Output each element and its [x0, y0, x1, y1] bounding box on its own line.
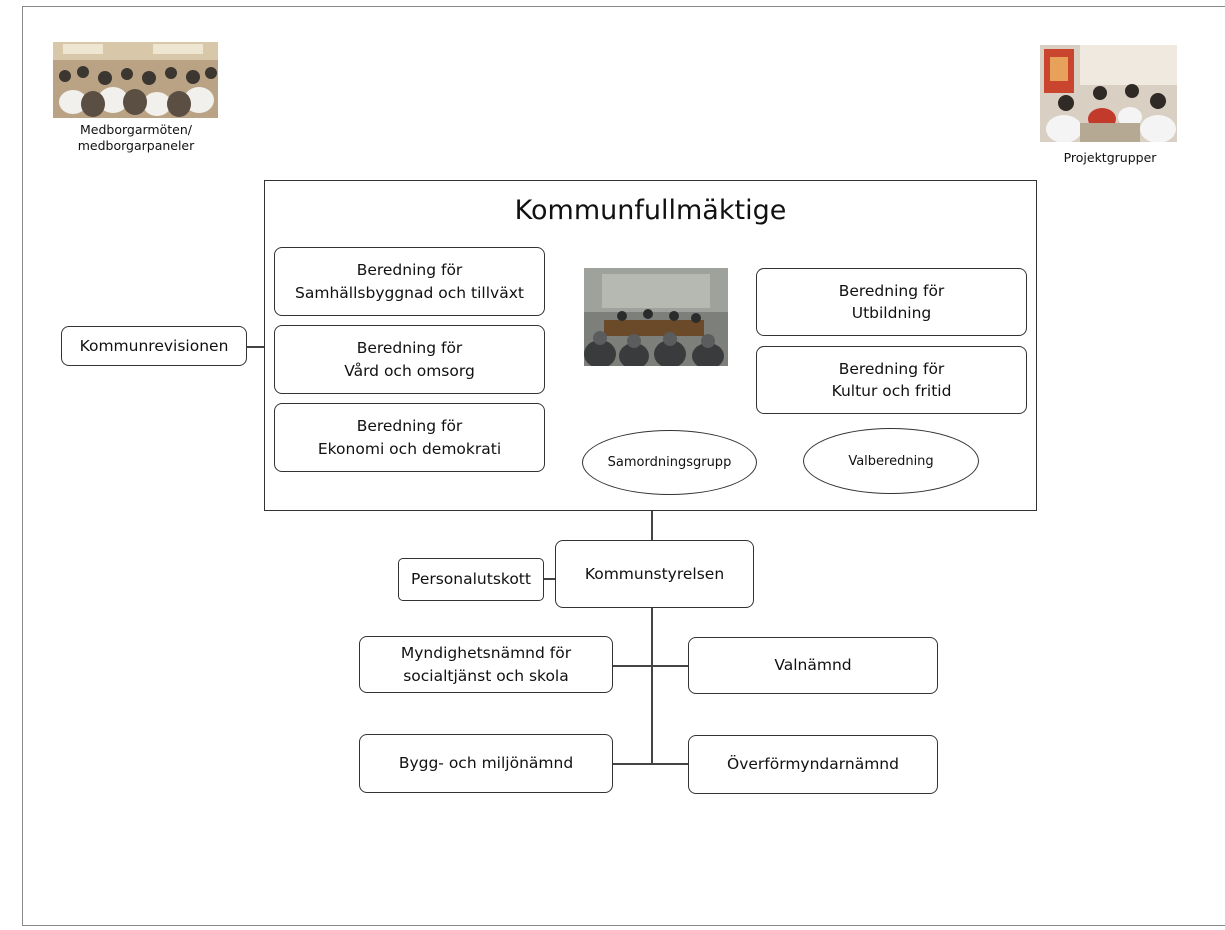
personnel-committee: Personalutskott	[398, 558, 544, 601]
citizen-meetings-caption: Medborgarmöten/ medborgarpaneler	[77, 122, 195, 154]
committee-community-building: Beredning för Samhällsbyggnad och tillvä…	[274, 247, 545, 316]
nomination-committee: Valberedning	[803, 428, 979, 494]
council-title: Kommunfullmäktige	[514, 195, 787, 226]
building-environment-board: Bygg- och miljönämnd	[359, 734, 613, 793]
branch-connector-1	[613, 665, 689, 667]
authority-board: Myndighetsnämnd för socialtjänst och sko…	[359, 636, 613, 693]
council-photo-icon	[584, 268, 728, 366]
council-to-board-connector	[651, 510, 653, 540]
municipal-board: Kommunstyrelsen	[555, 540, 754, 608]
municipal-audit: Kommunrevisionen	[61, 326, 247, 366]
committee-education: Beredning för Utbildning	[756, 268, 1027, 336]
committee-care: Beredning för Vård och omsorg	[274, 325, 545, 394]
branch-connector-2	[613, 763, 689, 765]
coordination-group: Samordningsgrupp	[582, 430, 757, 495]
trunk-connector	[651, 606, 653, 764]
election-board: Valnämnd	[688, 637, 938, 694]
project-groups-caption: Projektgrupper	[1063, 150, 1157, 165]
audience-photo-icon	[53, 42, 218, 118]
committee-economy-democracy: Beredning för Ekonomi och demokrati	[274, 403, 545, 472]
group-photo-icon	[1040, 45, 1177, 142]
committee-culture-leisure: Beredning för Kultur och fritid	[756, 346, 1027, 414]
audit-connector	[246, 346, 265, 348]
personnel-connector	[544, 578, 555, 580]
page-frame	[22, 6, 1225, 926]
guardianship-board: Överförmyndarnämnd	[688, 735, 938, 794]
